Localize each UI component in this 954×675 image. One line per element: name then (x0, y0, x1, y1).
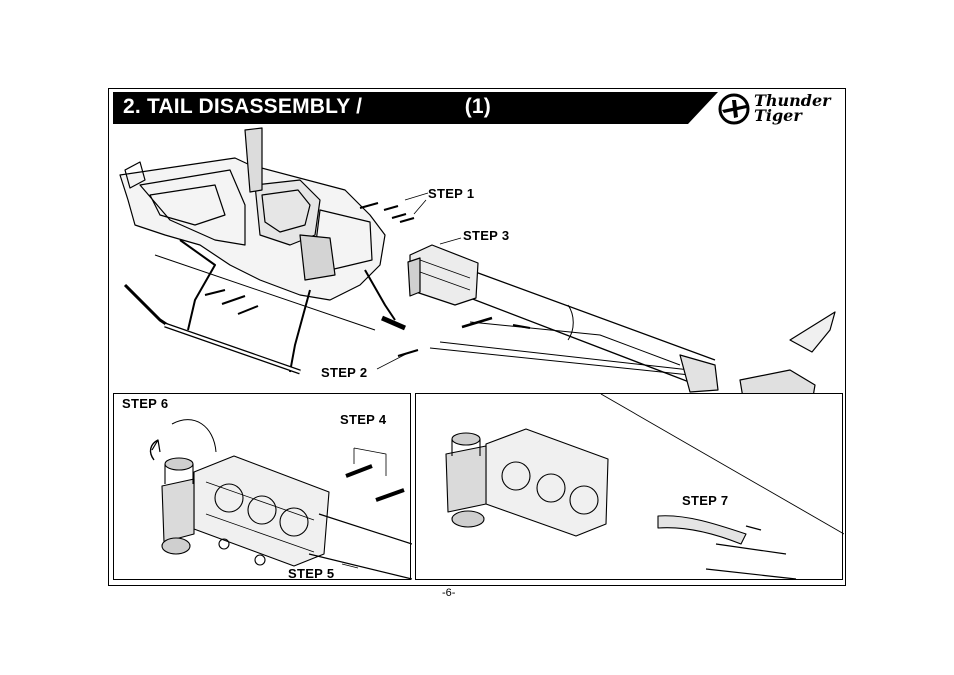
step-2-label: STEP 2 (321, 365, 368, 380)
step-1-label: STEP 1 (428, 186, 475, 201)
step-3-label: STEP 3 (463, 228, 510, 243)
step-4-label: STEP 4 (340, 412, 387, 427)
detail-inset-left (113, 393, 412, 580)
airplane-in-circle-icon (718, 93, 750, 125)
step-5-label: STEP 5 (288, 566, 335, 581)
detail-inset-right (415, 393, 844, 580)
tail-box-detail-illustration (149, 419, 412, 580)
page-title: 2. TAIL DISASSEMBLY / (1) (123, 95, 491, 118)
step-6-label: STEP 6 (122, 396, 169, 411)
page-frame (108, 88, 846, 586)
step-7-label: STEP 7 (682, 493, 729, 508)
belt-removal-detail-illustration (445, 394, 844, 580)
title-bar-background (113, 92, 718, 124)
logo-text-line2: Tiger (754, 106, 802, 125)
title-bar: 2. TAIL DISASSEMBLY / (1) (113, 92, 718, 124)
thunder-tiger-logo: Thunder Tiger (716, 91, 844, 127)
page-number: -6- (442, 587, 456, 599)
logo-text-line1: Thunder (754, 91, 831, 110)
